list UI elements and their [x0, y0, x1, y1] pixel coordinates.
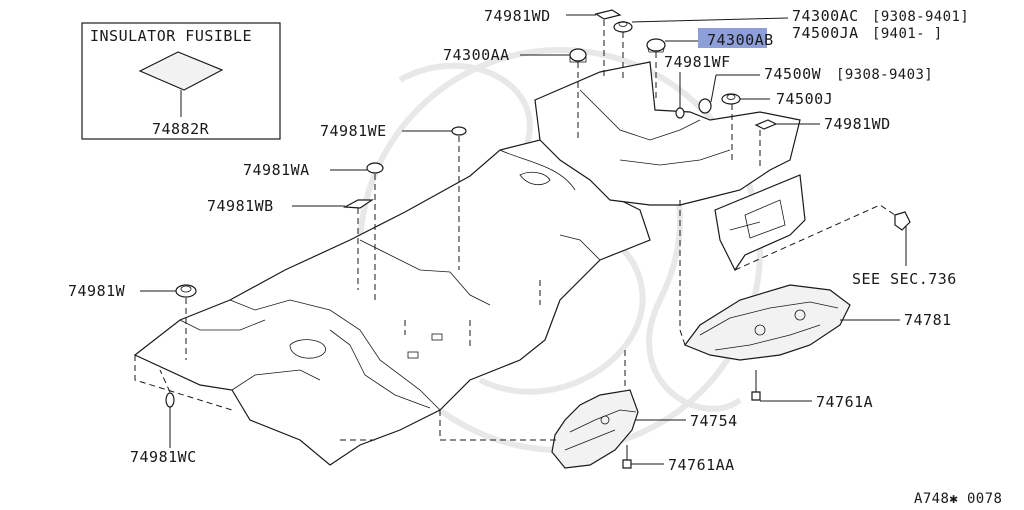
clip-74981wf[interactable]	[675, 107, 685, 119]
highlight-74300ab	[698, 28, 767, 48]
plug-74981wa[interactable]	[366, 162, 384, 174]
bolt-74761a[interactable]	[751, 370, 761, 401]
insulator-pad-shape	[138, 51, 224, 91]
leader-lines	[140, 14, 907, 465]
label-74981wd-right[interactable]: 74981WD	[824, 115, 891, 133]
label-74500j[interactable]: 74500J	[776, 90, 833, 108]
label-74754[interactable]: 74754	[690, 412, 738, 430]
plug-74981we[interactable]	[451, 126, 467, 136]
label-74781[interactable]: 74781	[904, 311, 952, 329]
figure-id: A748✱ 0078	[914, 491, 1002, 507]
grommet-74500w[interactable]	[698, 98, 712, 114]
bolt-74761aa[interactable]	[622, 445, 632, 469]
label-74981wf[interactable]: 74981WF	[664, 53, 731, 71]
label-74981wc[interactable]: 74981WC	[130, 448, 197, 466]
floor-insulator-main[interactable]	[133, 139, 651, 466]
heat-shield-74754[interactable]	[551, 389, 639, 469]
grommet-74300ac[interactable]	[613, 21, 633, 33]
label-74300ac-range: [9308-9401]	[872, 9, 969, 25]
plug-74981w[interactable]	[175, 284, 197, 298]
label-74981wa[interactable]: 74981WA	[243, 161, 310, 179]
inset-title: INSULATOR FUSIBLE	[90, 27, 252, 45]
plug-74300aa[interactable]	[569, 48, 587, 63]
grommet-74500j[interactable]	[721, 93, 741, 105]
plug-74981wb[interactable]	[342, 199, 374, 209]
label-74500ja[interactable]: 74500JA	[792, 24, 859, 42]
plug-74300ab[interactable]	[646, 38, 666, 53]
label-74981we[interactable]: 74981WE	[320, 122, 387, 140]
label-74981w[interactable]: 74981W	[68, 282, 126, 300]
heat-shield-74781[interactable]	[684, 284, 851, 361]
label-74981wd-top[interactable]: 74981WD	[484, 7, 551, 25]
label-74761a[interactable]: 74761A	[816, 393, 873, 411]
rear-side-panel[interactable]	[714, 174, 806, 272]
label-74300ab[interactable]: 74300AB	[707, 31, 774, 49]
label-74300ac[interactable]: 74300AC	[792, 7, 859, 25]
insulator-fusible-inset[interactable]: INSULATOR FUSIBLE 74882R	[81, 22, 281, 140]
label-74500w-range: [9308-9403]	[836, 67, 933, 83]
inset-part-number: 74882R	[152, 120, 210, 138]
label-see-sec-736[interactable]: SEE SEC.736	[852, 270, 957, 288]
clip-sec-736[interactable]	[894, 211, 911, 231]
label-74500ja-range: [9401- ]	[872, 26, 943, 42]
label-74500w[interactable]: 74500W	[764, 65, 822, 83]
plug-74981wc[interactable]	[165, 392, 175, 408]
label-74761aa[interactable]: 74761AA	[668, 456, 735, 474]
label-74981wb[interactable]: 74981WB	[207, 197, 274, 215]
plug-74981wd-top[interactable]	[594, 9, 622, 20]
rear-floor-insulator[interactable]	[534, 61, 801, 206]
label-74300aa[interactable]: 74300AA	[443, 46, 510, 64]
projection-lines	[134, 20, 896, 441]
